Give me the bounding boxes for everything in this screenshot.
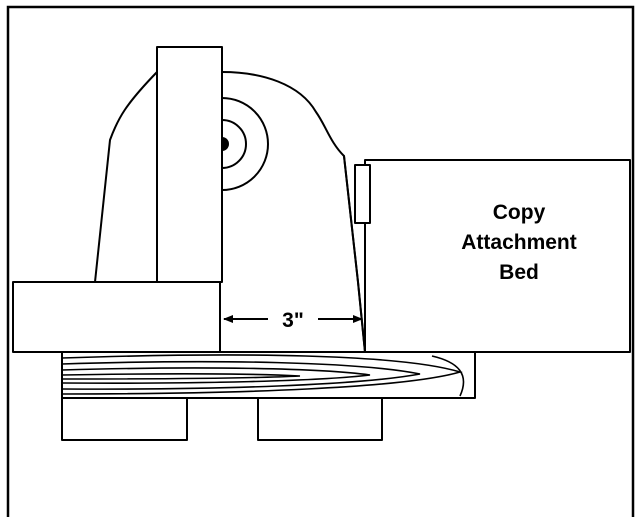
diagram-frame — [6, 5, 635, 517]
left-foot — [61, 397, 188, 441]
bed-label-line-3: Bed — [499, 261, 539, 284]
bed-clamp-tab — [354, 164, 371, 224]
left-block — [12, 281, 221, 353]
bed-label-line-1: Copy — [493, 201, 546, 224]
right-foot — [257, 397, 383, 441]
copy-attachment-bed: Copy Attachment Bed — [354, 159, 631, 353]
vertical-post — [156, 46, 223, 283]
headstock-housing — [94, 71, 366, 353]
dimension-label: 3" — [282, 309, 304, 332]
dimension-indicator: 3" — [223, 309, 363, 332]
bed-label-line-2: Attachment — [461, 231, 577, 254]
base-board — [61, 351, 476, 399]
